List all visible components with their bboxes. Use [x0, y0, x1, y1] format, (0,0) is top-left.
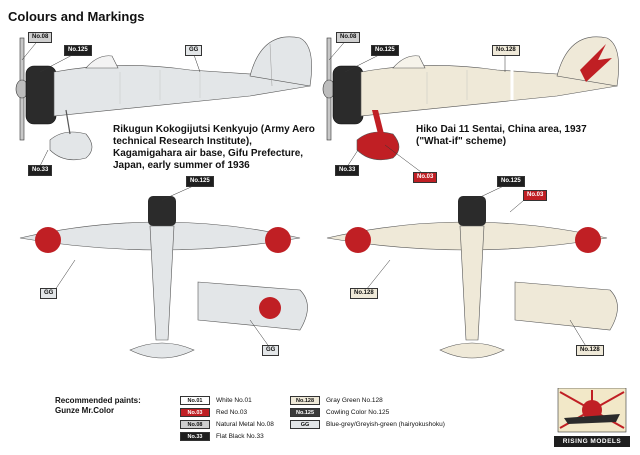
tag-r-no33: No.33 [335, 165, 360, 176]
legend-label: White No.01 [216, 397, 252, 404]
tag-lw-gg: GG [262, 345, 280, 356]
right-top-view [326, 196, 608, 359]
legend-item-gg: GG Blue-grey/Greyish-green (hairyokushok… [290, 420, 445, 429]
tag-l-no125: No.125 [64, 45, 92, 56]
legend-label: Flat Black No.33 [216, 433, 264, 440]
legend-item-no125: No.125 Cowling Color No.125 [290, 408, 389, 417]
tag-r-no125: No.125 [371, 45, 399, 56]
legend-item-no01: No.01 White No.01 [180, 396, 252, 405]
caption-left: Rikugun Kokogijutsi Kenkyujo (Army Aero … [113, 124, 315, 171]
swatch: No.03 [180, 408, 210, 417]
tag-r-no128: No.128 [492, 45, 520, 56]
page-title: Colours and Markings [8, 9, 145, 24]
recommended-paints-heading: Recommended paints: Gunze Mr.Color [55, 396, 141, 415]
legend-label: Gray Green No.128 [326, 397, 383, 404]
swatch: No.125 [290, 408, 320, 417]
legend-label: Cowling Color No.125 [326, 409, 390, 416]
legend-item-no33: No.33 Flat Black No.33 [180, 432, 264, 441]
tag-rt-no03: No.03 [523, 190, 548, 201]
tag-rt-no125: No.125 [497, 176, 525, 187]
right-side-view [322, 36, 619, 161]
caption-right: Hiko Dai 11 Sentai, China area, 1937 ("W… [416, 124, 587, 147]
tag-l-no33: No.33 [28, 165, 53, 176]
tag-rt-no128: No.128 [350, 288, 378, 299]
legend-label: Blue-grey/Greyish-green (hairyokushoku) [326, 421, 445, 428]
swatch: No.08 [180, 420, 210, 429]
swatch: GG [290, 420, 320, 429]
rising-models-logo: RISING MODELS [550, 388, 634, 450]
tag-lt-gg: GG [40, 288, 58, 299]
legend-item-no08: No.08 Natural Metal No.08 [180, 420, 274, 429]
swatch: No.33 [180, 432, 210, 441]
rising-sun-icon [554, 388, 630, 447]
tag-lt-no125: No.125 [186, 176, 214, 187]
tag-l-no08: No.08 [28, 32, 53, 43]
left-top-view [19, 196, 301, 359]
left-side-view [15, 36, 312, 161]
legend-label: Red No.03 [216, 409, 248, 416]
left-wing-underside [197, 281, 308, 331]
swatch: No.01 [180, 396, 210, 405]
tag-rw-no128: No.128 [576, 345, 604, 356]
right-wing-underside [514, 281, 618, 331]
tag-l-gg: GG [185, 45, 203, 56]
tag-r-no03: No.03 [413, 172, 438, 183]
swatch: No.128 [290, 396, 320, 405]
tag-r-no08: No.08 [336, 32, 361, 43]
logo-text: RISING MODELS [562, 438, 622, 445]
legend-item-no03: No.03 Red No.03 [180, 408, 247, 417]
legend-item-no128: No.128 Gray Green No.128 [290, 396, 383, 405]
legend-label: Natural Metal No.08 [216, 421, 274, 428]
